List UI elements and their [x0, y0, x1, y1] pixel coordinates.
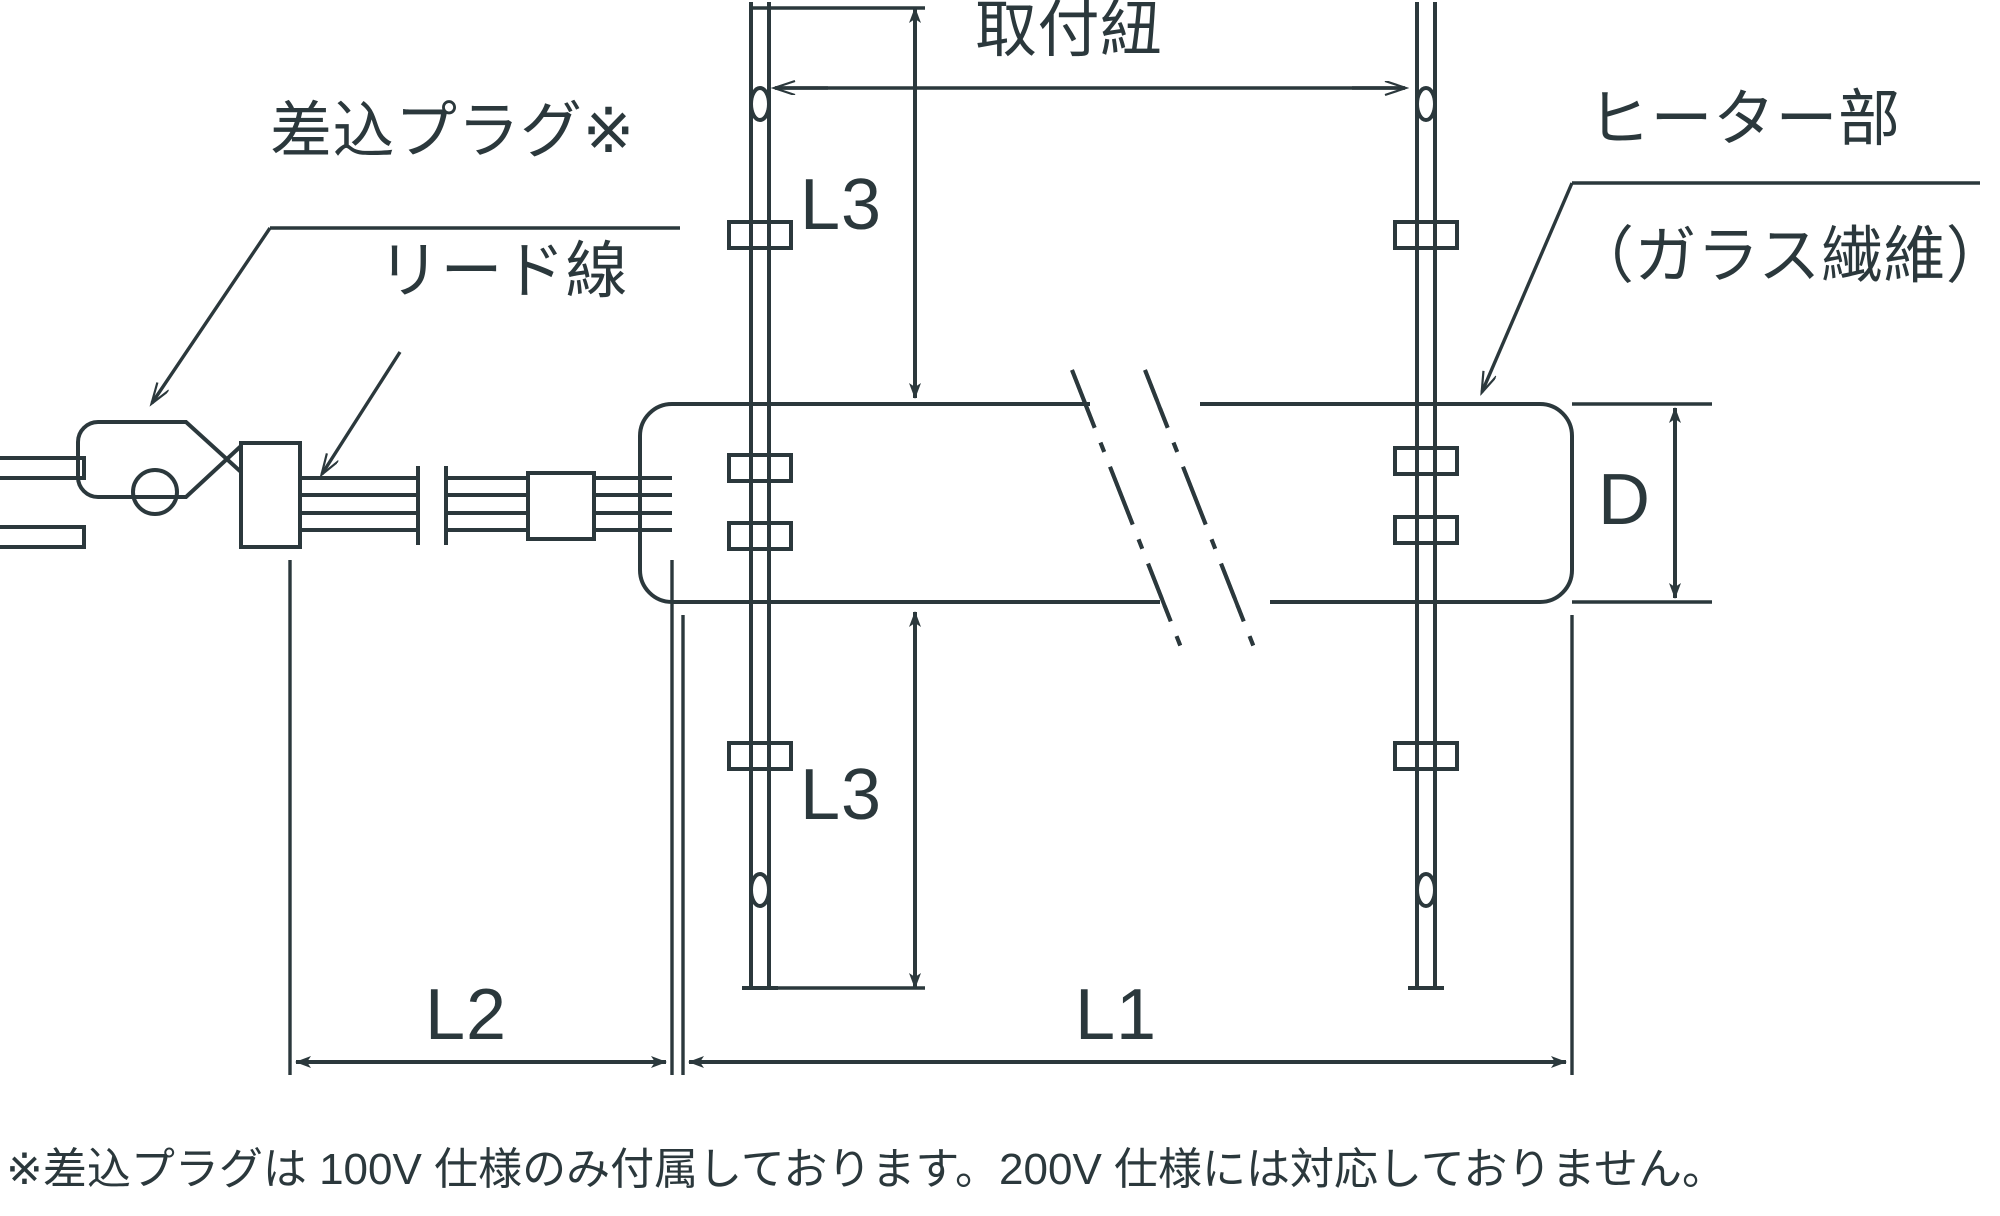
plug-assembly: [0, 456, 86, 549]
heater-part-label-line2: （ガラス繊維）: [1572, 222, 2000, 291]
plug-prong-bottom: [0, 525, 86, 549]
dimension-label-l3-top: L3: [800, 165, 883, 245]
string-right-clamp-2: [1393, 446, 1459, 476]
string-right-eyelet-bottom: [1415, 872, 1437, 908]
dimension-baseline: [288, 560, 1574, 1075]
plug-prong-top: [0, 456, 86, 480]
heater-body: [638, 402, 1574, 604]
plug-screw-hole-icon: [131, 468, 179, 516]
heater-part-label-line1: ヒーター部: [1588, 85, 1901, 154]
string-left-clamp-4: [727, 741, 793, 771]
lead-wire-group: [300, 466, 672, 545]
plug-connector-block: [239, 441, 302, 549]
string-left-eyelet-bottom: [749, 872, 771, 908]
lead-wire-label: リード線: [378, 237, 629, 306]
lead-leader-diagonal: [322, 351, 402, 474]
dimension-label-l2: L2: [425, 975, 508, 1055]
string-right-clamp-3: [1393, 515, 1459, 545]
string-left-clamp-3: [727, 521, 793, 551]
dimension-l3-bottom: [752, 611, 925, 990]
heater-label-leader: [1482, 181, 1980, 392]
break-line-icon-redraw: [1070, 369, 1257, 651]
break-line-right-2: [1143, 369, 1257, 651]
mounting-string-label: 取付紐: [975, 0, 1163, 65]
mounting-string-right: [1393, 2, 1459, 990]
string-left-clamp-2: [727, 453, 793, 483]
lead-wire-label-leader: [322, 351, 402, 474]
mounting-string-left: [727, 2, 793, 990]
string-left-clamp-1: [727, 220, 793, 250]
dimension-label-d: D: [1598, 460, 1651, 540]
dimension-d: [1572, 402, 1712, 604]
plug-label: 差込プラグ※: [270, 97, 635, 166]
string-right-clamp-1: [1393, 220, 1459, 250]
heater-body-outline: [638, 402, 1574, 604]
string-right-eyelet-top: [1415, 86, 1437, 122]
break-gap: [1090, 400, 1270, 606]
dimension-label-l3-bottom: L3: [800, 755, 883, 835]
heater-leader-diagonal: [1482, 182, 1574, 392]
lead-wire-junction-box: [526, 471, 596, 541]
plug-label-leader: [152, 226, 680, 403]
footnote-text: ※差込プラグは 100V 仕様のみ付属しております。200V 仕様には対応してお…: [6, 1145, 1727, 1194]
break-line-left-2: [1070, 369, 1184, 651]
string-left-eyelet-top: [749, 86, 771, 122]
plug-leader-diagonal: [152, 227, 272, 403]
dimension-l3-top: [752, 6, 925, 399]
dimension-label-l1: L1: [1075, 975, 1158, 1055]
string-right-clamp-4: [1393, 741, 1459, 771]
plug-outline-final: [76, 420, 243, 499]
